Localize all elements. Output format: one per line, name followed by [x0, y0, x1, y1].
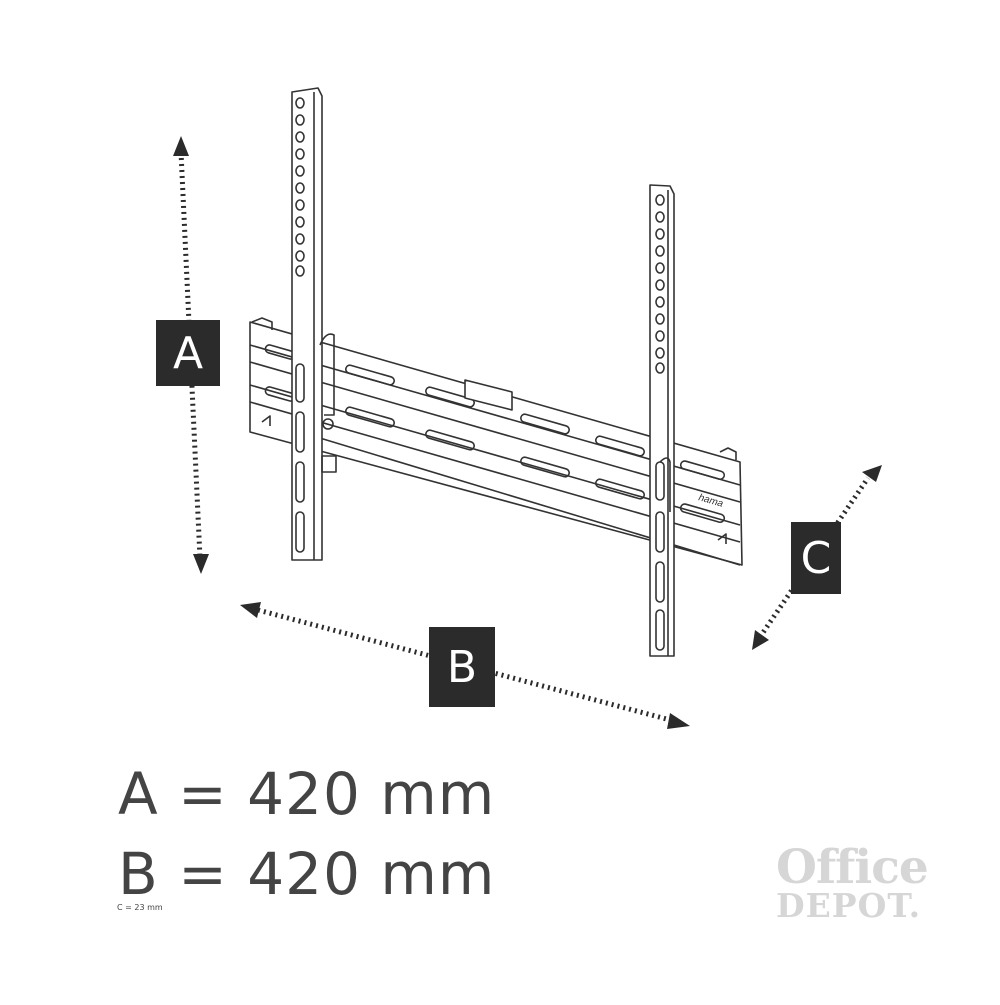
arrow-a-bottom — [193, 554, 209, 574]
dimension-a-line — [178, 151, 203, 559]
right-arm — [649, 184, 675, 657]
measurement-b: B = 420 mm — [118, 840, 496, 908]
center-clip — [464, 379, 513, 411]
wall-plate: hama — [249, 317, 743, 566]
dimension-a-label: A — [156, 320, 220, 386]
plate-slots — [264, 344, 726, 524]
left-arm-holes — [295, 97, 305, 553]
arrow-b-right — [667, 713, 690, 729]
measurement-c-note: C = 23 mm — [117, 903, 163, 912]
dimension-c-label: C — [791, 522, 841, 594]
measurement-a: A = 420 mm — [118, 760, 496, 828]
arrow-c-bottom — [752, 630, 769, 650]
arrow-a-top — [173, 136, 189, 156]
logo-line-2: DEPOT. — [776, 886, 922, 925]
left-arm — [291, 87, 337, 561]
office-depot-logo: Office DEPOT. — [776, 840, 946, 926]
logo-line-1: Office — [776, 840, 929, 895]
dimension-b-label: B — [429, 627, 495, 707]
arrow-b-left — [240, 602, 261, 618]
arrow-c-top — [862, 465, 882, 482]
